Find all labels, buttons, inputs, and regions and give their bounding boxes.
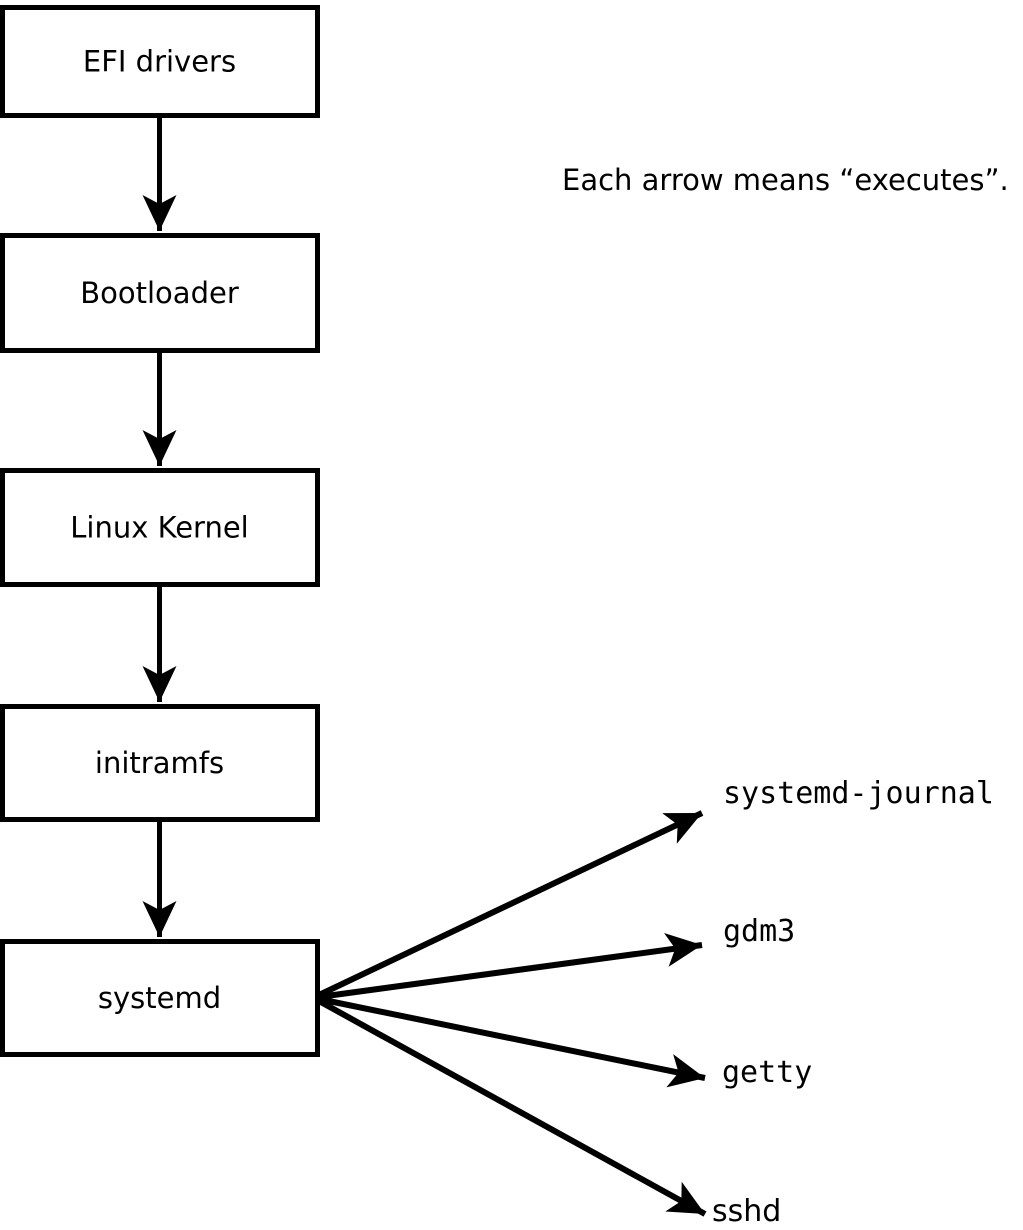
node-linux-kernel: Linux Kernel [0,468,320,587]
node-label: systemd [98,981,221,1015]
arrow-systemd-to-systemd-journal [317,810,704,998]
arrow-systemd-to-sshd [317,998,707,1217]
node-box [0,939,320,1057]
label-sshd: sshd [712,1194,781,1229]
node-box [0,5,320,118]
node-systemd: systemd [0,939,320,1057]
arrow-systemd-to-gdm3 [318,932,703,1000]
node-label: EFI drivers [83,45,236,79]
label-gdm3: gdm3 [723,914,795,949]
node-label: Linux Kernel [70,511,248,545]
node-label: Bootloader [80,276,239,310]
node-box [0,468,320,587]
label-systemd-journal: systemd-journal [723,776,994,811]
fan-arrows [317,810,707,1217]
fan-labels: systemd-journal gdm3 getty sshd [712,776,994,1229]
arrow-systemd-to-getty [318,996,706,1088]
node-efi-drivers: EFI drivers [0,5,320,118]
node-box [0,233,320,353]
label-getty: getty [722,1055,812,1090]
node-label: initramfs [95,746,224,780]
caption-arrow-meaning: Each arrow means “executes”. [562,163,1009,197]
node-bootloader: Bootloader [0,233,320,353]
node-box [0,704,320,822]
node-initramfs: initramfs [0,704,320,822]
